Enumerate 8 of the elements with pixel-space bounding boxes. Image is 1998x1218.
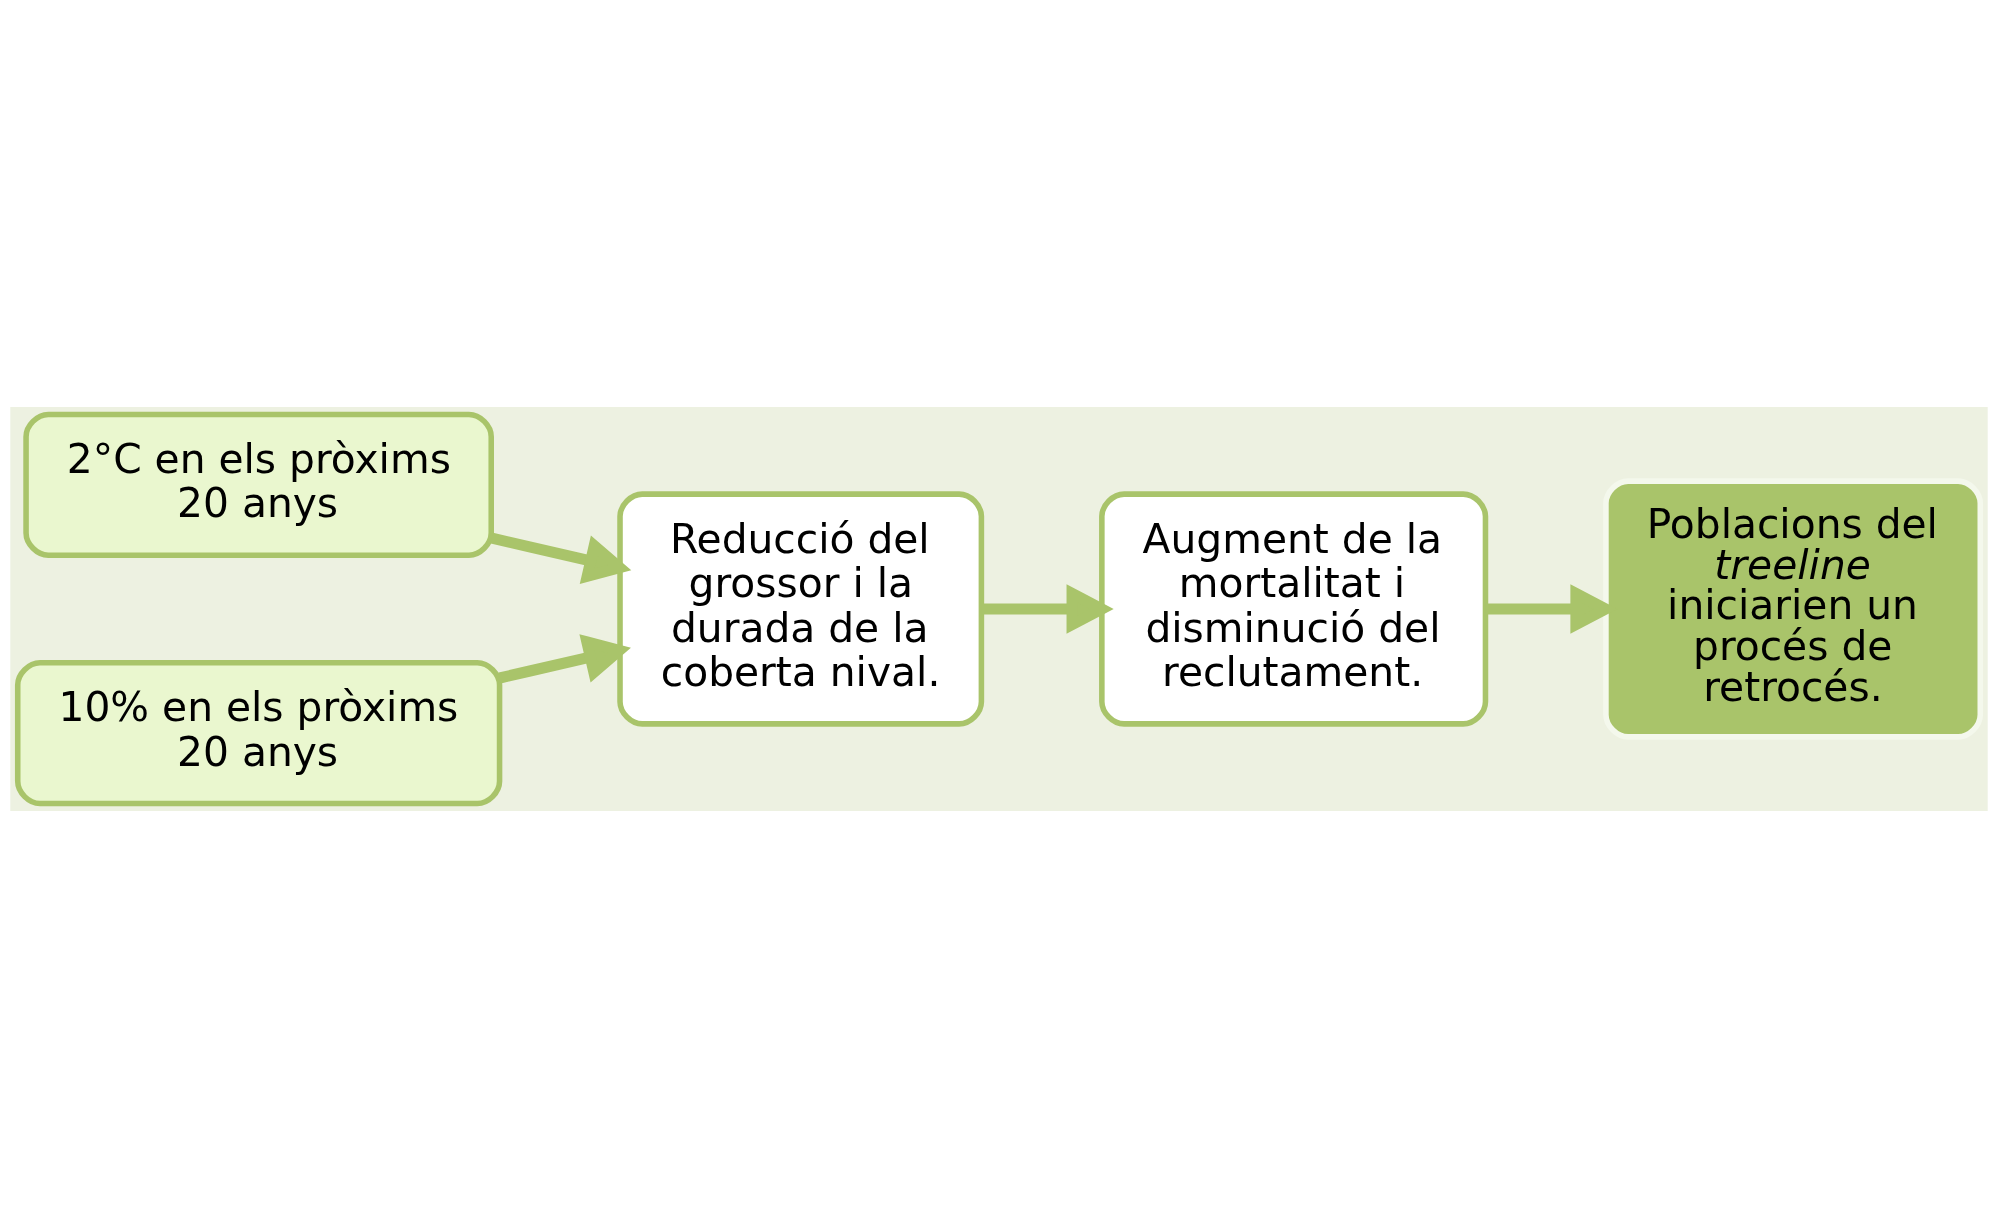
node-box: Augment de la mortalitat i disminució del reclutament. (1099, 491, 1489, 727)
arrow (490, 532, 632, 584)
arrow (498, 634, 631, 684)
node-box: 2°C en els pròxims 20 anys (23, 411, 494, 559)
node-box: Poblacions del treeline iniciarien un procés de retrocés. (1603, 478, 1984, 740)
node-box: 10% en els pròxims 20 anys (14, 659, 503, 807)
arrow (981, 584, 1114, 634)
node-box: Reducció del grossor i la durada de la coberta nival. (617, 491, 985, 727)
